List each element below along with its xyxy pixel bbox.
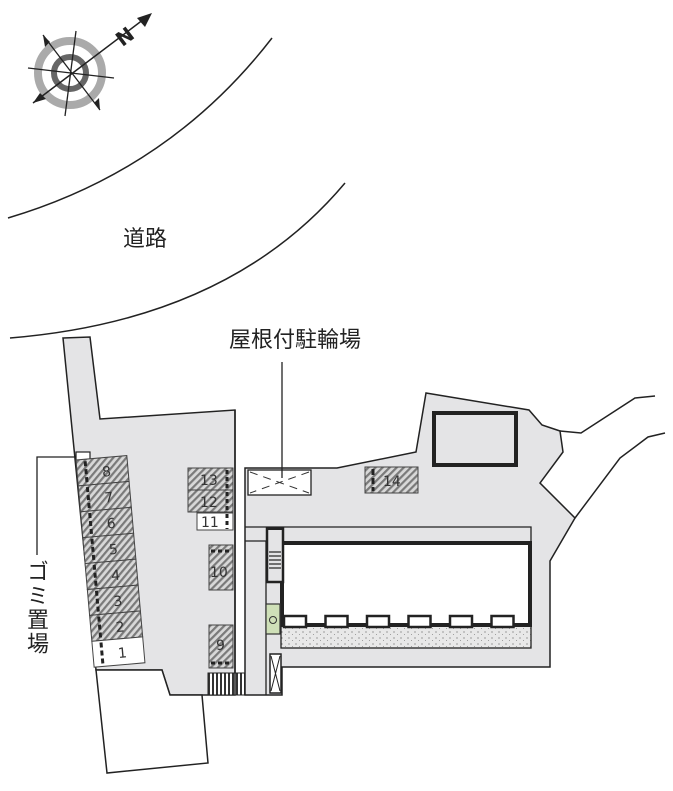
parking-stall: 10: [208, 544, 234, 591]
garbage-area-label: ゴミ置場: [23, 560, 48, 656]
parking-stall: 4: [84, 558, 139, 591]
bike-parking-label: 屋根付駐輪場: [229, 328, 362, 353]
parking-stall: 5: [82, 532, 137, 565]
parking-stall: 1: [91, 636, 146, 668]
road-edge-inner: [9, 182, 346, 339]
parking-stall: 2: [89, 610, 144, 642]
parking-stall: 13: [187, 467, 234, 491]
svg-text:10: 10: [210, 565, 228, 581]
balcony: [407, 614, 432, 629]
parking-stall: 12: [187, 489, 234, 513]
stall-number: 4: [111, 568, 121, 585]
compass-icon: N: [27, 13, 152, 117]
parking-stall: 8: [75, 455, 130, 487]
dotted-garden: [280, 624, 532, 649]
parking-stall: 9: [208, 624, 234, 669]
bike-shelter: [247, 469, 312, 496]
parking-stall: 11: [196, 512, 234, 531]
svg-text:14: 14: [383, 474, 401, 490]
meter-box: [265, 603, 281, 635]
balcony: [365, 614, 391, 629]
road-label: 道路: [123, 227, 168, 252]
stall-number: 7: [104, 490, 114, 507]
svg-text:9: 9: [216, 638, 225, 654]
balcony: [448, 614, 474, 629]
storage-structure: [432, 411, 518, 467]
svg-text:11: 11: [201, 515, 219, 531]
parking-stall: 14: [364, 466, 419, 494]
elevator-box: [269, 653, 282, 694]
stall-number: 8: [102, 464, 112, 481]
balcony: [282, 614, 308, 629]
stall-number: 2: [115, 619, 125, 636]
stall-number: 3: [113, 594, 123, 611]
svg-text:13: 13: [200, 473, 218, 489]
parking-stall: 3: [86, 584, 141, 616]
balcony: [324, 614, 349, 629]
lower-parcel: [95, 669, 209, 774]
apartment-building: [280, 541, 532, 627]
crosswalk: [207, 672, 246, 696]
stairs: [265, 526, 285, 584]
parking-stall: 7: [77, 480, 132, 513]
parking-stall: 6: [79, 506, 135, 539]
svg-text:12: 12: [200, 495, 218, 511]
road-edge-outer: [7, 37, 273, 219]
stall-number: 6: [106, 516, 116, 533]
stall-number: 1: [117, 645, 127, 662]
balcony: [490, 614, 515, 629]
stall-number: 5: [108, 542, 118, 559]
